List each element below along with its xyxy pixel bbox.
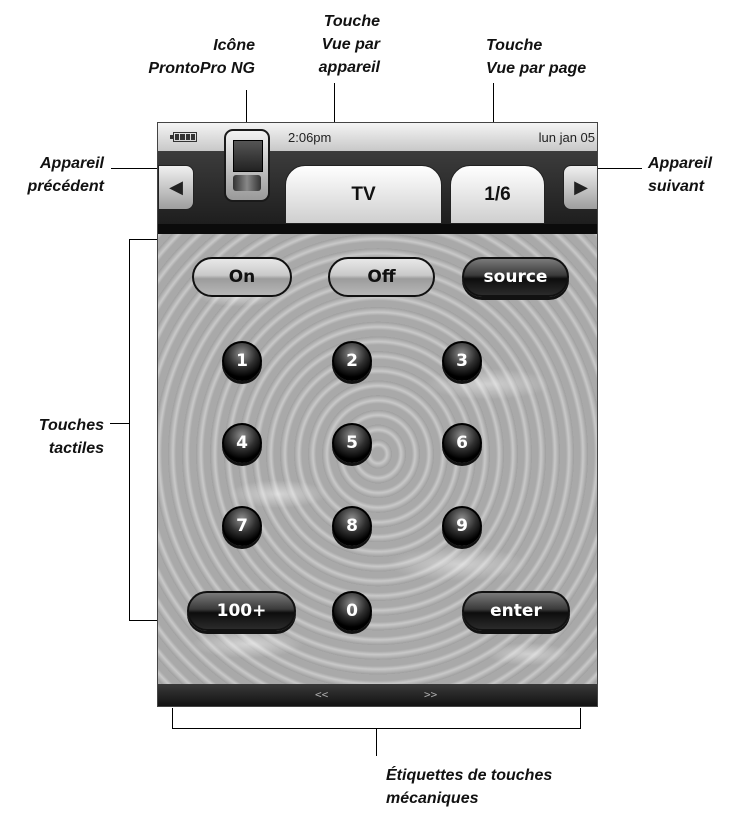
bracket-hard-keys-right — [580, 708, 581, 728]
bracket-touch-keys-bottom — [129, 620, 179, 621]
triangle-right-icon: ▶ — [574, 177, 588, 197]
status-date: lun jan 05 — [538, 130, 595, 145]
digit-7-button[interactable]: 7 — [222, 506, 262, 546]
tab-strip: ◀ TV 1/6 ▶ — [158, 151, 597, 234]
status-time: 2:06pm — [288, 130, 332, 145]
off-button[interactable]: Off — [328, 257, 435, 297]
callout-prev-device: Appareil précédent — [4, 152, 104, 198]
callout-touch-keys: Touches tactiles — [20, 414, 104, 460]
tab-page-view[interactable]: 1/6 — [450, 165, 545, 224]
callout-device-view: Touche Vue par appareil — [288, 10, 380, 79]
callout-pronto-icon-line2: ProntoPro NG — [135, 57, 255, 80]
callout-pronto-icon: Icône — [200, 34, 255, 57]
digit-3-button[interactable]: 3 — [442, 341, 482, 381]
callout-line: mécaniques — [386, 790, 479, 807]
digit-8-button[interactable]: 8 — [332, 506, 372, 546]
callout-line: Icône — [213, 37, 255, 54]
digit-6-button[interactable]: 6 — [442, 423, 482, 463]
prontopro-icon[interactable] — [224, 129, 270, 202]
callout-line: Appareil — [648, 155, 713, 172]
source-button[interactable]: source — [462, 257, 569, 297]
callout-line: tactiles — [48, 440, 104, 457]
callout-line: Touche — [323, 13, 380, 30]
bracket-hard-keys-left — [172, 708, 173, 728]
callout-line: Vue par — [321, 36, 380, 53]
digit-1-button[interactable]: 1 — [222, 341, 262, 381]
bracket-touch-keys — [129, 239, 130, 620]
digit-5-button[interactable]: 5 — [332, 423, 372, 463]
hundred-plus-button[interactable]: 100+ — [187, 591, 296, 631]
triangle-left-icon: ◀ — [169, 177, 183, 197]
digit-9-button[interactable]: 9 — [442, 506, 482, 546]
callout-line: précédent — [27, 178, 104, 195]
digit-2-button[interactable]: 2 — [332, 341, 372, 381]
callout-line: appareil — [318, 59, 380, 76]
callout-line: ProntoPro NG — [148, 60, 255, 77]
callout-line: suivant — [648, 178, 705, 195]
leader-touch-keys — [110, 423, 129, 424]
digit-4-button[interactable]: 4 — [222, 423, 262, 463]
tab-device-view[interactable]: TV — [285, 165, 442, 224]
callout-hard-key-labels: Étiquettes de touches mécaniques — [386, 764, 606, 810]
leader-pronto-icon — [246, 90, 247, 132]
next-device-button[interactable]: ▶ — [563, 165, 597, 210]
tabstrip-floor — [158, 224, 597, 234]
hard-key-label-left[interactable]: << — [315, 688, 329, 701]
remote-screen: 2:06pm lun jan 05 ◀ TV 1/6 ▶ On Off sour… — [157, 122, 598, 707]
leader-prev-device — [111, 168, 163, 169]
previous-device-button[interactable]: ◀ — [158, 165, 194, 210]
callout-line: Étiquettes de touches — [386, 767, 553, 784]
on-button[interactable]: On — [192, 257, 292, 297]
callout-page-view: Touche Vue par page — [486, 34, 626, 80]
leader-next-device — [590, 168, 642, 169]
callout-line: Appareil — [39, 155, 104, 172]
hard-key-label-right[interactable]: >> — [424, 688, 438, 701]
hard-key-label-bar: << >> — [158, 684, 597, 706]
callout-line: Vue par page — [486, 60, 587, 77]
battery-icon — [170, 132, 197, 142]
callout-next-device: Appareil suivant — [648, 152, 732, 198]
callout-line: Touches — [38, 417, 104, 434]
leader-hard-key-labels — [376, 728, 377, 756]
digit-0-button[interactable]: 0 — [332, 591, 372, 631]
enter-button[interactable]: enter — [462, 591, 570, 631]
callout-line: Touche — [486, 37, 543, 54]
bracket-touch-keys-top — [129, 239, 179, 240]
pronto-keys-icon — [233, 175, 261, 191]
pronto-screen-icon — [233, 140, 263, 172]
